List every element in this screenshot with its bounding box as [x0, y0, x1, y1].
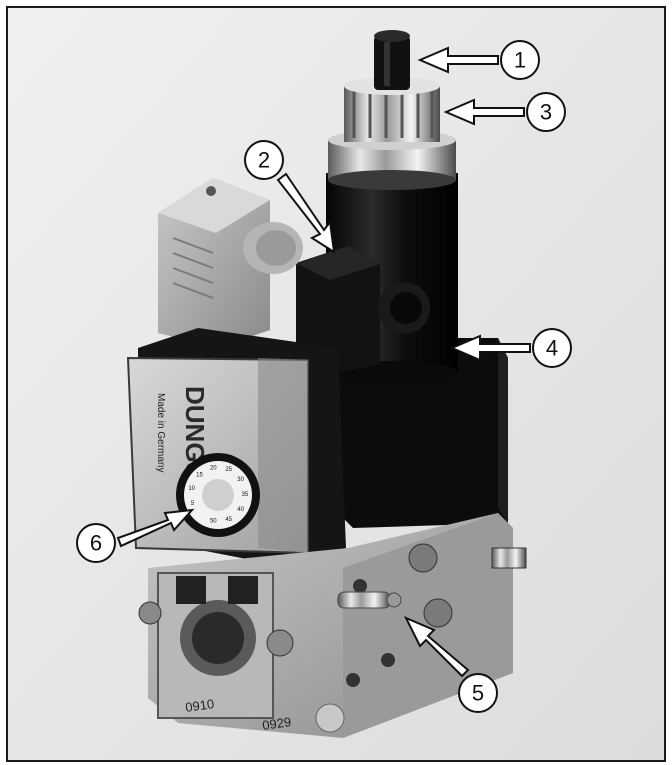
callouts: 1 3 2 4 6 5 [76, 40, 572, 713]
adjustment-knob-top [374, 30, 410, 90]
valve-body-black [338, 338, 508, 528]
solenoid-cylinder [326, 130, 458, 385]
dial-mark: 20 [210, 465, 217, 471]
gray-plug-connector [158, 178, 303, 348]
dial-mark: 25 [225, 467, 232, 473]
body-marking-2: 0929 [261, 714, 292, 733]
callout-1-number: 1 [514, 48, 526, 73]
pressure-test-nipple [337, 591, 402, 609]
dial-mark: 35 [242, 492, 249, 498]
callout-3: 3 [443, 92, 566, 132]
dial-mark: 40 [237, 507, 244, 513]
dial-mark: 15 [196, 472, 203, 478]
dial-mark: 30 [237, 477, 244, 483]
pressure-switch-dial: 5 10 15 20 25 30 35 40 45 50 [176, 453, 260, 537]
callout-4: 4 [449, 328, 572, 368]
callout-2-number: 2 [258, 148, 270, 173]
callout-6: 6 [76, 508, 195, 563]
callout-4-number: 4 [546, 336, 558, 361]
body-marking-1: 0910 [184, 696, 215, 715]
callout-5-number: 5 [472, 681, 484, 706]
dial-mark: 10 [188, 486, 195, 492]
callout-6-number: 6 [90, 531, 102, 556]
dial-mark: 50 [210, 519, 217, 525]
callout-1: 1 [417, 40, 540, 80]
callout-2: 2 [244, 140, 336, 254]
callout-3-number: 3 [540, 100, 552, 125]
callout-5: 5 [403, 616, 498, 713]
dial-mark: 5 [191, 501, 195, 507]
made-in-label: Made in Germany [155, 393, 166, 472]
dial-mark: 45 [225, 517, 232, 523]
